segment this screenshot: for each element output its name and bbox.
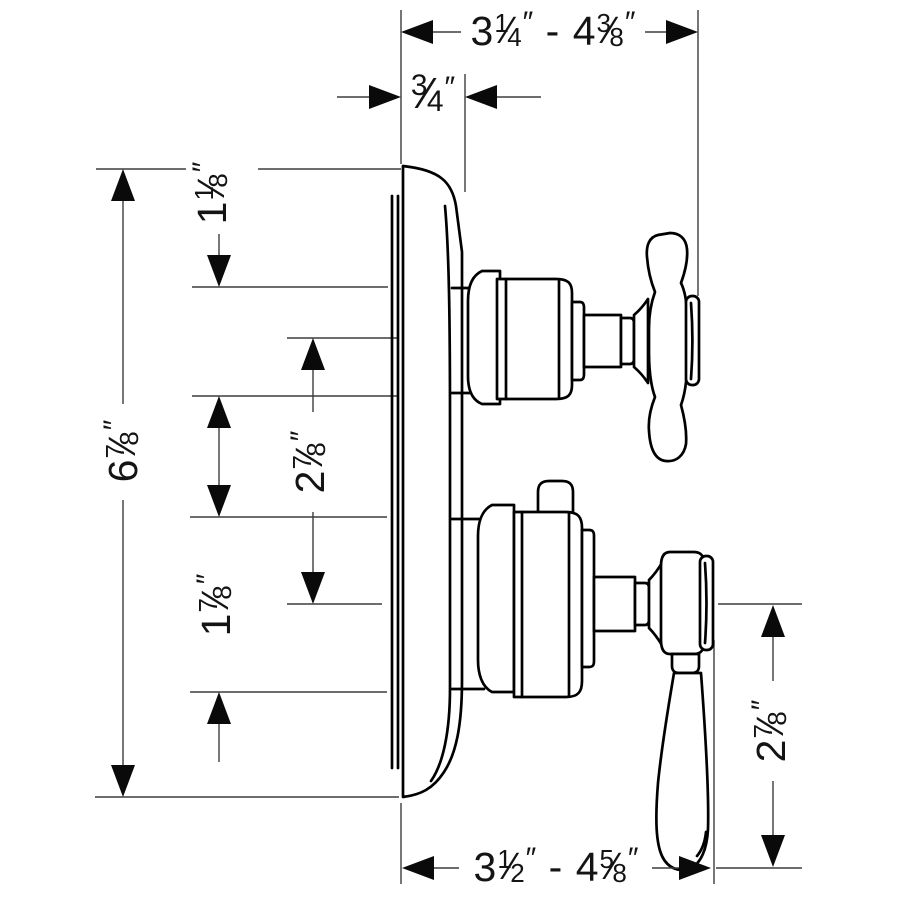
arrow-lever-top: [761, 605, 785, 637]
upper-valve-trim: [450, 269, 650, 406]
arrow-height-top: [111, 169, 135, 201]
arrow-spacing-bottom: [301, 572, 325, 604]
dim-plate-height-label: 67⁄8″: [98, 419, 146, 483]
dim-bottom-width-label: 31⁄2″ - 45⁄8″: [473, 842, 639, 890]
arrow-depth-right: [465, 85, 497, 109]
arrow-bottom-left: [402, 856, 434, 880]
dim-top-width-label: 31⁄4″ - 43⁄8″: [470, 6, 636, 54]
arrow-mid-up: [207, 396, 231, 428]
safety-stop-knob: [536, 479, 575, 515]
lower-valve-trim: [450, 479, 665, 699]
dim-plate-depth-label: 3⁄4″: [410, 68, 456, 119]
extension-lines: [95, 10, 802, 884]
arrow-lever-bottom: [761, 835, 785, 867]
arrow-spacing-top: [301, 338, 325, 370]
dim-lever-drop-label: 27⁄8″: [746, 699, 794, 763]
dimension-arrows: [111, 20, 785, 880]
escutcheon-plate: [390, 164, 464, 799]
dim-lower-offset-label: 17⁄8″: [191, 573, 239, 637]
arrow-lower-offset: [207, 692, 231, 724]
dim-valve-spacing-label: 27⁄8″: [285, 430, 333, 494]
arrow-top-left: [401, 20, 433, 44]
arrow-upper-offset: [207, 255, 231, 287]
arrow-height-bottom: [111, 765, 135, 797]
lever-handle: [655, 550, 715, 872]
dim-upper-offset-label: 11⁄8″: [187, 161, 235, 225]
cross-handle: [645, 231, 701, 463]
arrow-bottom-right: [679, 856, 711, 880]
arrow-mid-down: [207, 485, 231, 517]
arrow-top-right: [666, 20, 698, 44]
arrow-depth-left: [369, 85, 401, 109]
